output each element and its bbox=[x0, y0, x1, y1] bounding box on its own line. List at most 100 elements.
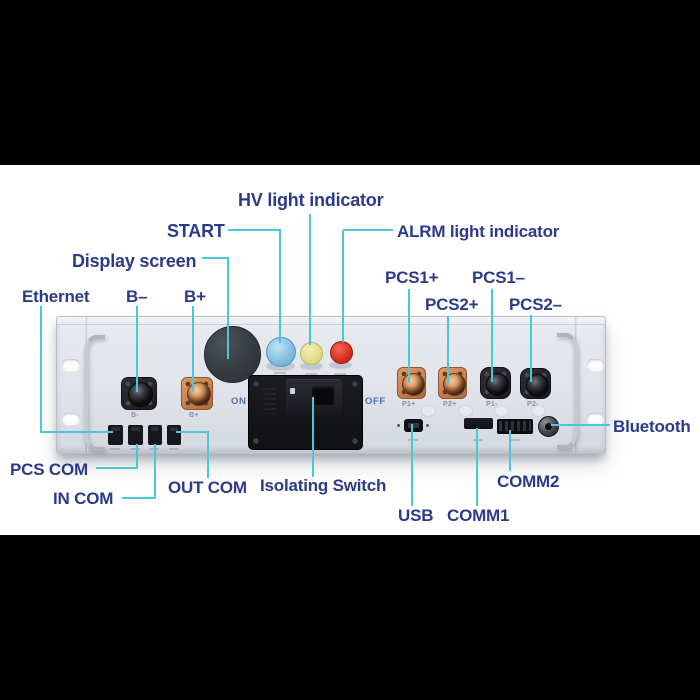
callout-line-comm2 bbox=[509, 430, 511, 471]
label-pcs2-plus: PCS2+ bbox=[425, 295, 479, 314]
off-marking: OFF bbox=[365, 396, 386, 407]
comm1-port bbox=[464, 418, 493, 429]
mount-slot-top-left bbox=[62, 359, 80, 370]
mount-slot-bottom-left bbox=[62, 413, 80, 424]
callout-line-pcs2-minus bbox=[530, 315, 532, 382]
p1-plus-connector bbox=[397, 367, 426, 399]
out-com-jack bbox=[167, 425, 181, 445]
label-comm1: COMM1 bbox=[447, 506, 510, 525]
callout-line-start-v bbox=[279, 229, 281, 343]
label-display-screen: Display screen bbox=[72, 251, 197, 271]
comm2-silkscreen bbox=[510, 439, 520, 441]
vent-hole-1 bbox=[421, 405, 436, 417]
callout-line-hv bbox=[309, 214, 311, 345]
callout-line-pcs-com-v bbox=[136, 444, 138, 469]
usb-silkscreen bbox=[408, 439, 418, 441]
callout-line-ethernet-v bbox=[40, 306, 42, 433]
isolating-switch-housing bbox=[248, 375, 363, 450]
callout-line-ethernet-h bbox=[40, 431, 113, 433]
label-pcs1-minus: PCS1– bbox=[472, 268, 525, 287]
callout-line-in-com-v bbox=[154, 444, 156, 499]
callout-line-in-com-h bbox=[122, 497, 156, 499]
p2-plus-marking: P2+ bbox=[443, 401, 457, 408]
callout-line-display-v bbox=[227, 257, 229, 359]
start-silkscreen bbox=[274, 372, 286, 374]
in-com-jack bbox=[148, 425, 162, 445]
hv-silkscreen bbox=[305, 373, 317, 375]
label-pcs-com: PCS COM bbox=[10, 460, 88, 479]
p1-minus-port bbox=[486, 373, 509, 396]
comm1-silkscreen bbox=[473, 439, 483, 441]
mount-slot-top-right bbox=[587, 359, 604, 370]
jack1-silkscreen bbox=[110, 448, 120, 450]
p1-plus-marking: P1+ bbox=[402, 401, 416, 408]
usb-screw-right bbox=[426, 424, 429, 427]
callout-line-bluetooth bbox=[551, 424, 610, 426]
label-b-minus: B– bbox=[126, 287, 148, 306]
callout-line-b-plus bbox=[192, 306, 194, 392]
jack2-silkscreen bbox=[130, 448, 140, 450]
callout-line-out-com-v bbox=[207, 431, 209, 478]
p2-minus-marking: P2- bbox=[527, 401, 539, 408]
label-usb: USB bbox=[398, 506, 434, 525]
callout-line-display-h bbox=[202, 257, 229, 259]
callout-line-alrm-h bbox=[343, 229, 393, 231]
callout-line-pcs1-minus bbox=[491, 289, 493, 382]
label-start: START bbox=[167, 221, 225, 241]
housing-emboss bbox=[264, 388, 276, 414]
b-plus-marking: B+ bbox=[189, 412, 199, 419]
callout-line-start-h bbox=[228, 229, 281, 231]
isolating-switch-rocker bbox=[286, 379, 342, 415]
p1-minus-connector bbox=[480, 367, 511, 399]
p2-plus-connector bbox=[438, 367, 467, 399]
label-hv-light-indicator: HV light indicator bbox=[238, 190, 384, 210]
hv-light-base bbox=[300, 362, 323, 370]
label-b-plus: B+ bbox=[184, 287, 206, 306]
comm2-port bbox=[497, 419, 533, 434]
label-pcs2-minus: PCS2– bbox=[509, 295, 562, 314]
label-in-com: IN COM bbox=[53, 489, 114, 508]
b-plus-connector bbox=[181, 377, 213, 410]
rocker-slot bbox=[290, 388, 295, 394]
alrm-silkscreen bbox=[334, 373, 346, 375]
p2-minus-connector bbox=[520, 368, 551, 399]
b-minus-connector bbox=[121, 377, 157, 410]
p1-minus-marking: P1- bbox=[486, 401, 498, 408]
label-bluetooth: Bluetooth bbox=[613, 417, 691, 436]
right-handle bbox=[557, 333, 578, 449]
pcs-com-jack bbox=[128, 425, 143, 445]
vent-hole-4 bbox=[531, 405, 546, 417]
label-out-com: OUT COM bbox=[168, 478, 247, 497]
ethernet-jack bbox=[108, 425, 123, 445]
display-screen-circle bbox=[204, 326, 261, 383]
b-minus-port bbox=[128, 382, 153, 407]
b-minus-marking: B- bbox=[131, 412, 139, 419]
p1-plus-port bbox=[402, 373, 425, 396]
usb-screw-left bbox=[397, 424, 400, 427]
isolating-switch-lever bbox=[312, 386, 334, 405]
callout-line-pcs2-plus bbox=[447, 316, 449, 383]
alrm-indicator-light bbox=[330, 341, 353, 364]
label-isolating-switch: Isolating Switch bbox=[260, 476, 387, 495]
callout-line-pcs-com-h bbox=[96, 467, 138, 469]
battery-panel: B- B+ ON OFF P1+ P2+ P1- P2- bbox=[56, 316, 606, 454]
vent-hole-2 bbox=[458, 405, 473, 417]
usb-port bbox=[404, 419, 423, 432]
alrm-light-base bbox=[329, 361, 352, 369]
jack4-silkscreen bbox=[169, 448, 179, 450]
left-handle bbox=[84, 335, 105, 451]
vent-hole-3 bbox=[494, 405, 509, 417]
callout-line-isolating-switch bbox=[312, 397, 314, 477]
label-pcs1-plus: PCS1+ bbox=[385, 268, 439, 287]
label-alrm-light-indicator: ALRM light indicator bbox=[397, 222, 560, 241]
on-marking: ON bbox=[231, 396, 247, 407]
bluetooth-button bbox=[538, 416, 559, 437]
callout-line-b-minus bbox=[136, 306, 138, 392]
b-plus-port bbox=[187, 382, 211, 406]
label-ethernet: Ethernet bbox=[22, 287, 90, 306]
start-button bbox=[266, 337, 296, 367]
callout-line-alrm-v bbox=[342, 230, 344, 342]
hv-indicator-light bbox=[300, 342, 323, 365]
label-comm2: COMM2 bbox=[497, 472, 560, 491]
